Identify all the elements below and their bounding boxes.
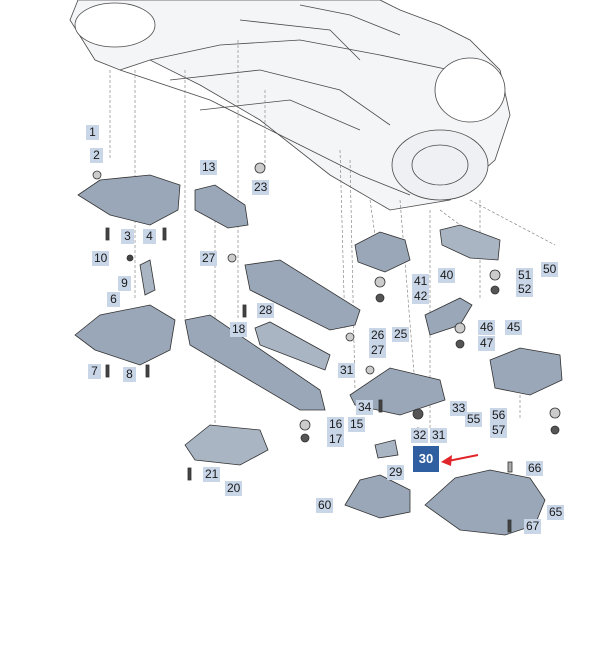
part-23: [254, 162, 266, 174]
callout-1: 1: [86, 125, 99, 140]
part-25: [244, 259, 361, 331]
part-34-bolt: [378, 399, 383, 413]
part-46: [454, 322, 466, 334]
callout-41: 41: [412, 274, 430, 289]
callout-30-highlighted[interactable]: 30: [413, 446, 439, 472]
callout-56: 56: [490, 408, 508, 423]
part-42: [375, 293, 385, 303]
callout-9: 9: [118, 276, 131, 291]
callout-27-right: 27: [369, 343, 387, 358]
part-4-bolt: [162, 227, 167, 241]
callout-51: 51: [516, 268, 534, 283]
part-28-bolt: [242, 304, 247, 318]
callout-40: 40: [438, 268, 456, 283]
callout-60: 60: [316, 498, 334, 513]
callout-33: 33: [450, 401, 468, 416]
callout-2: 2: [90, 148, 103, 163]
part-2: [92, 170, 102, 180]
part-13: [194, 184, 249, 229]
highlight-arrow: [441, 454, 479, 466]
callout-15: 15: [348, 417, 366, 432]
part-67-bolt: [507, 519, 512, 533]
part-20: [184, 424, 269, 466]
part-47: [455, 339, 465, 349]
part-29: [374, 439, 399, 459]
part-7-bolt: [105, 364, 110, 378]
callout-8: 8: [123, 367, 136, 382]
part-17: [300, 433, 310, 443]
callout-57: 57: [490, 423, 508, 438]
part-55: [489, 347, 563, 396]
callout-66: 66: [526, 461, 544, 476]
car-body: [69, 0, 511, 211]
callout-27-left: 27: [200, 251, 218, 266]
callout-21: 21: [203, 467, 221, 482]
callout-46: 46: [478, 320, 496, 335]
callout-26: 26: [369, 328, 387, 343]
callout-28: 28: [257, 303, 275, 318]
callout-4: 4: [143, 229, 156, 244]
callout-47: 47: [478, 336, 496, 351]
callout-34: 34: [356, 400, 374, 415]
callout-42: 42: [412, 289, 430, 304]
part-51: [489, 269, 501, 281]
callout-50: 50: [541, 262, 559, 277]
callout-31-right: 31: [430, 428, 448, 443]
callout-32: 32: [411, 428, 429, 443]
part-57: [550, 425, 560, 435]
part-8-bolt: [145, 364, 150, 378]
part-45: [424, 297, 473, 336]
part-9: [139, 259, 156, 296]
callout-3: 3: [121, 229, 134, 244]
part-66: [507, 461, 513, 473]
parts: [74, 162, 563, 536]
part-40: [354, 231, 411, 273]
part-60: [344, 474, 411, 519]
callout-25: 25: [392, 327, 410, 342]
part-65: [424, 469, 546, 536]
callout-10: 10: [92, 251, 110, 266]
part-56: [549, 407, 561, 419]
part-10: [126, 254, 134, 262]
part-1: [77, 174, 181, 226]
part-33: [412, 408, 424, 420]
callout-13: 13: [200, 160, 218, 175]
part-26: [345, 332, 355, 342]
part-15: [184, 314, 326, 411]
part-31: [349, 367, 446, 416]
part-3-bolt: [105, 227, 110, 241]
callout-52: 52: [516, 282, 534, 297]
callout-65: 65: [547, 505, 565, 520]
callout-18: 18: [230, 322, 248, 337]
callout-31-left: 31: [338, 363, 356, 378]
part-50: [439, 224, 501, 261]
callout-7: 7: [88, 364, 101, 379]
part-21-bolt: [187, 467, 192, 481]
callout-45: 45: [505, 320, 523, 335]
part-41: [374, 276, 386, 288]
callout-67: 67: [524, 519, 542, 534]
callout-55: 55: [465, 412, 483, 427]
part-52: [490, 285, 500, 295]
callout-29: 29: [387, 465, 405, 480]
callout-6: 6: [107, 292, 120, 307]
part-18: [254, 321, 331, 371]
part-16: [299, 419, 311, 431]
callout-20: 20: [225, 481, 243, 496]
callout-17: 17: [327, 432, 345, 447]
callout-16: 16: [327, 417, 345, 432]
part-31-clip: [365, 365, 375, 375]
part-6: [74, 304, 176, 366]
callout-23: 23: [252, 180, 270, 195]
